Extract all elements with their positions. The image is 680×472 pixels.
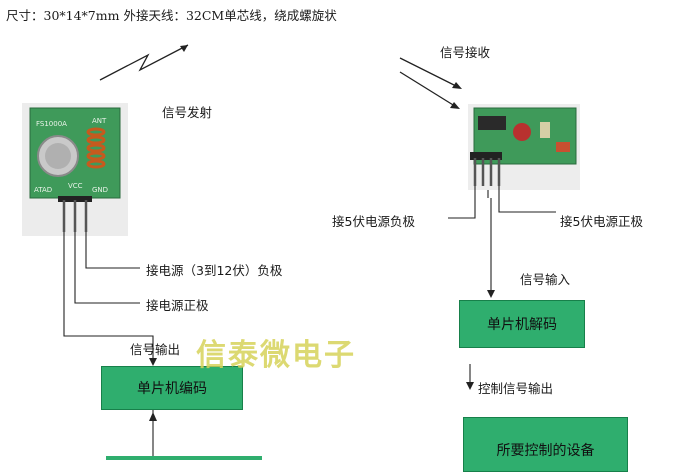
receive-arrow-1	[399, 57, 461, 89]
gnd-pin-label: GND	[92, 186, 109, 194]
transmit-arrowhead	[180, 45, 188, 52]
page-title: 尺寸：30*14*7mm 外接天线：32CM单芯线，绕成螺旋状	[6, 8, 337, 23]
encoder-down-arrowhead	[149, 358, 157, 366]
ant-pin-label: ANT	[92, 117, 107, 125]
transmitter-negative-label: 接电源（3到12伏）负极	[146, 263, 283, 278]
vcc-pin-label: VCC	[68, 182, 83, 190]
receive-label: 信号接收	[440, 45, 491, 60]
atad-pin-label: ATAD	[34, 186, 53, 194]
decoder-in-arrowhead	[487, 290, 495, 298]
device-arrowhead	[466, 382, 474, 390]
controlled-device-box: 所要控制的设备	[463, 417, 628, 472]
transmit-label: 信号发射	[162, 105, 213, 120]
encoder-up-arrowhead	[149, 412, 157, 421]
transmitter-wires	[63, 232, 154, 456]
signal-output-label: 信号输出	[130, 342, 181, 357]
receiver-wires	[448, 186, 556, 386]
receiver-negative-label: 接5伏电源负极	[332, 214, 415, 229]
decoder-box: 单片机解码	[459, 300, 585, 348]
receiver-module	[468, 104, 580, 190]
transmitter-chip-label: FS1000A	[36, 120, 67, 128]
receive-arrow-2	[399, 71, 459, 109]
watermark-text: 信泰微电子	[196, 338, 356, 373]
transmitter-positive-label: 接电源正极	[146, 298, 209, 313]
encoder-box: 单片机编码	[101, 366, 243, 410]
receiver-positive-label: 接5伏电源正极	[560, 214, 643, 229]
signal-input-label: 信号输入	[520, 272, 571, 287]
transmitter-module	[22, 103, 128, 236]
control-output-label: 控制信号输出	[478, 381, 554, 396]
transmit-signal-arrow	[99, 44, 189, 81]
